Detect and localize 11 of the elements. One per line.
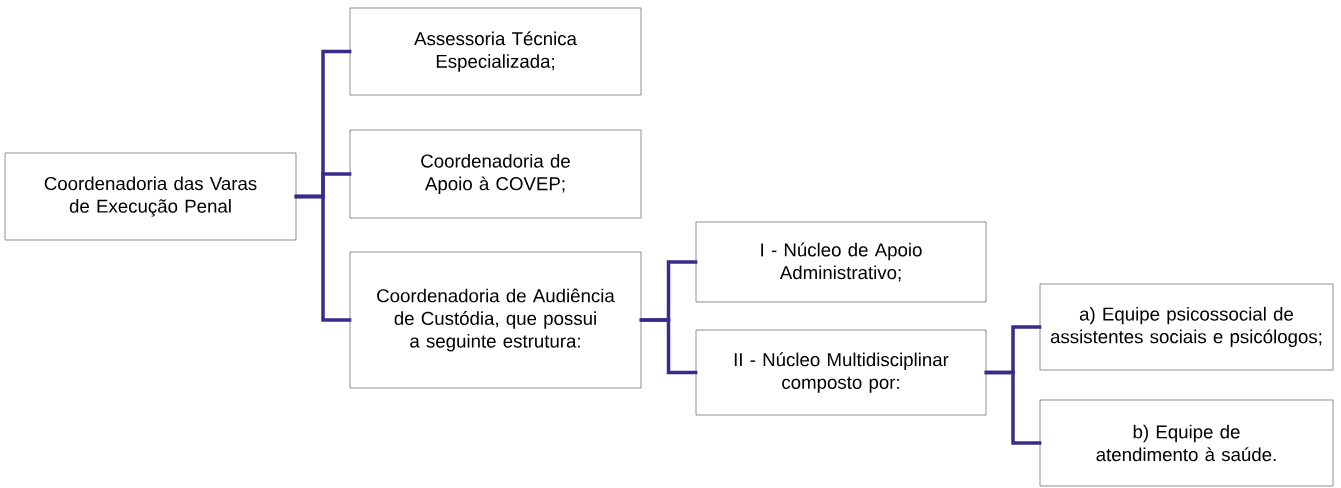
text-box: II - Núcleo Multidisciplinar composto por: <box>695 329 987 416</box>
text-box: Coordenadoria de Audiência de Custódia, que possui a seguinte estrutura: <box>349 251 642 389</box>
text-box: Coordenadoria de Apoio à COVEP; <box>349 129 642 219</box>
text-box: a) Equipe psicossocial de assistentes sociais e psicólogos; <box>1039 283 1334 371</box>
text-box: I - Núcleo de Apoio Administrativo; <box>695 221 987 303</box>
text-box: b) Equipe de atendimento à saúde. <box>1039 399 1334 487</box>
text-box: Coordenadoria das Varas de Execução Penal <box>4 152 297 241</box>
text-box: Assessoria Técnica Especializada; <box>349 7 642 96</box>
connector <box>639 318 698 375</box>
connector <box>984 370 1042 445</box>
connector <box>294 194 352 322</box>
